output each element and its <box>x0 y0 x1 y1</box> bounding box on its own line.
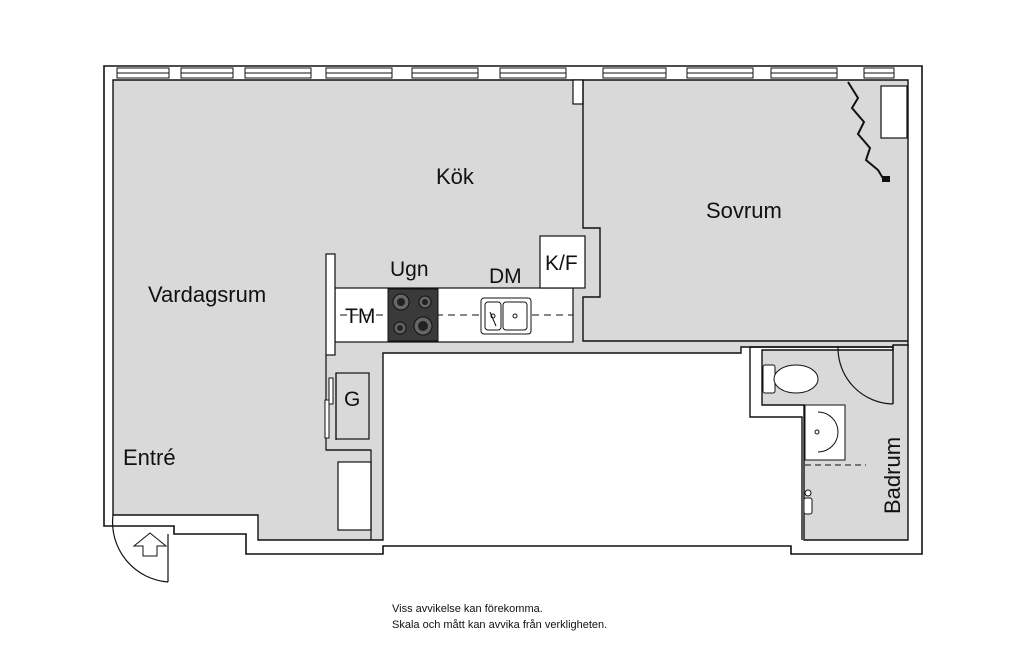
wardrobe-door-a <box>328 377 334 405</box>
windows <box>116 67 895 79</box>
bedroom-partition <box>582 80 908 342</box>
sink-icon <box>480 297 532 335</box>
door-handle <box>882 176 890 182</box>
disclaimer: Viss avvikelse kan förekomma. Skala och … <box>392 601 607 633</box>
label-kitchen: Kök <box>436 164 475 189</box>
label-entrance: Entré <box>123 445 176 470</box>
entrance-cabinet <box>337 461 372 531</box>
disclaimer-line-1: Viss avvikelse kan förekomma. <box>392 603 543 615</box>
wall-stub <box>572 79 584 105</box>
shower-icon <box>803 464 866 515</box>
label-washing-machine: TM <box>345 305 375 328</box>
bedroom-closet-door <box>847 81 885 181</box>
washbasin-icon <box>804 404 846 461</box>
disclaimer-line-2: Skala och mått kan avvika från verklighe… <box>392 619 608 631</box>
label-bedroom: Sovrum <box>706 198 782 223</box>
entrance-arrow-icon <box>132 532 168 557</box>
entrance-door-swing <box>111 514 169 583</box>
label-bathroom: Badrum <box>880 437 905 514</box>
toilet-icon <box>762 364 819 394</box>
bedroom-closet <box>880 85 908 139</box>
bathroom-door-swing <box>837 346 894 405</box>
bathroom-walls <box>749 345 894 540</box>
entrance-wall <box>326 449 372 540</box>
wardrobe-door-b <box>324 399 330 439</box>
hob-icon <box>387 288 439 342</box>
counter-wall <box>325 253 336 356</box>
label-living-room: Vardagsrum <box>148 282 266 307</box>
label-dishwasher: DM <box>489 265 522 288</box>
wardrobe <box>335 372 370 440</box>
fridge-freezer <box>539 235 586 289</box>
label-oven: Ugn <box>390 258 429 281</box>
label-wardrobe: G <box>344 388 360 411</box>
label-fridge-freezer: K/F <box>545 252 578 275</box>
